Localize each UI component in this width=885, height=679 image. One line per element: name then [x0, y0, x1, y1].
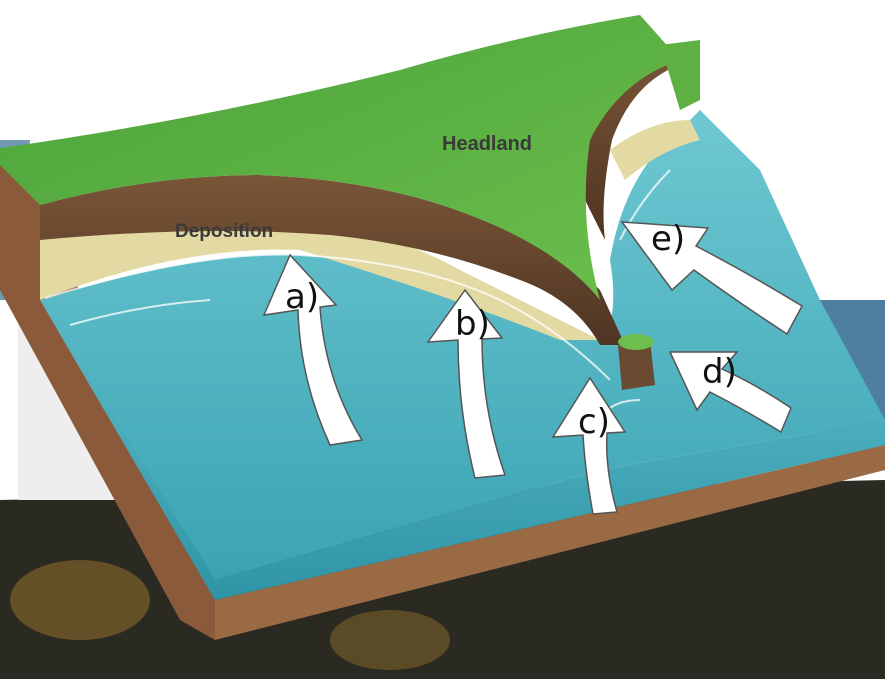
arrow-a	[262, 253, 364, 446]
sea-stack	[618, 334, 655, 390]
arrow-b	[426, 288, 507, 479]
arrow-e-label: e)	[651, 219, 685, 259]
arrows	[262, 221, 803, 515]
grass-top	[0, 15, 680, 300]
beach-sand	[40, 215, 600, 340]
arrow-c	[551, 376, 627, 515]
arrow-b-label: b)	[455, 304, 490, 344]
sea-front-face	[40, 300, 885, 600]
cliff-face	[40, 175, 625, 345]
cove-sand	[610, 120, 700, 180]
deposition-label: Deposition	[175, 221, 273, 242]
arrow-d	[668, 351, 792, 434]
grass-right	[660, 40, 700, 110]
arrow-d-label: d)	[702, 352, 737, 392]
headland-label: Headland	[442, 133, 532, 155]
arrow-a-label: a)	[285, 277, 319, 317]
arrow-c-label: c)	[578, 402, 610, 442]
arrow-e	[620, 221, 803, 336]
